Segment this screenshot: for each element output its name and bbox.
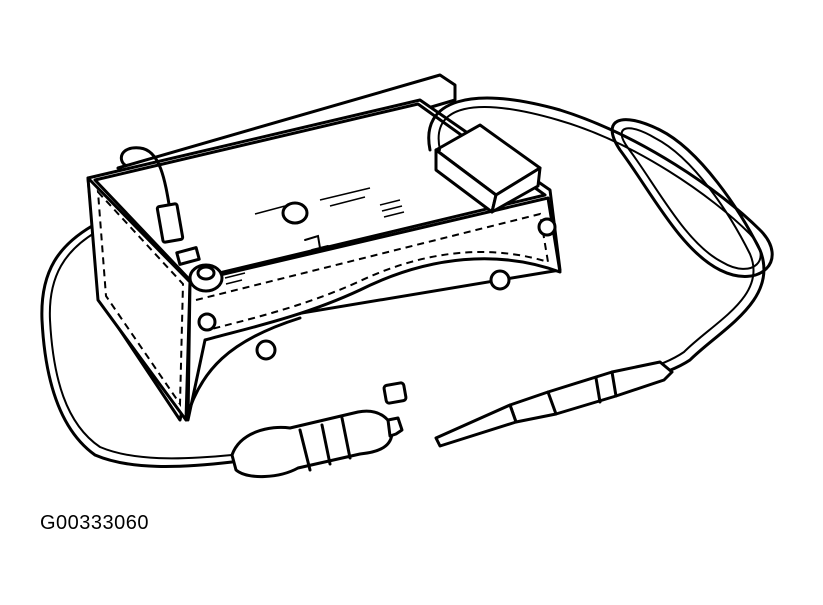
case-top-panel xyxy=(93,102,547,282)
snap-button xyxy=(489,269,511,291)
panel-labels xyxy=(224,187,405,285)
jack-connector xyxy=(155,202,185,244)
snap-button xyxy=(537,217,557,237)
case-front-flap xyxy=(186,196,562,422)
figure-caption: G00333060 xyxy=(40,512,150,534)
indicator-symbol xyxy=(304,234,329,251)
toggle-switch xyxy=(175,246,201,266)
control-knob xyxy=(281,201,309,225)
jack-cable xyxy=(119,146,172,212)
snap-button xyxy=(255,339,277,361)
lighter-plug xyxy=(230,409,394,479)
probe-cable xyxy=(427,96,774,400)
snap-button xyxy=(197,312,217,332)
power-cord xyxy=(40,224,234,468)
probe-handle xyxy=(508,360,674,424)
probe-tip xyxy=(434,403,518,448)
probe-tip-piece xyxy=(382,381,408,405)
